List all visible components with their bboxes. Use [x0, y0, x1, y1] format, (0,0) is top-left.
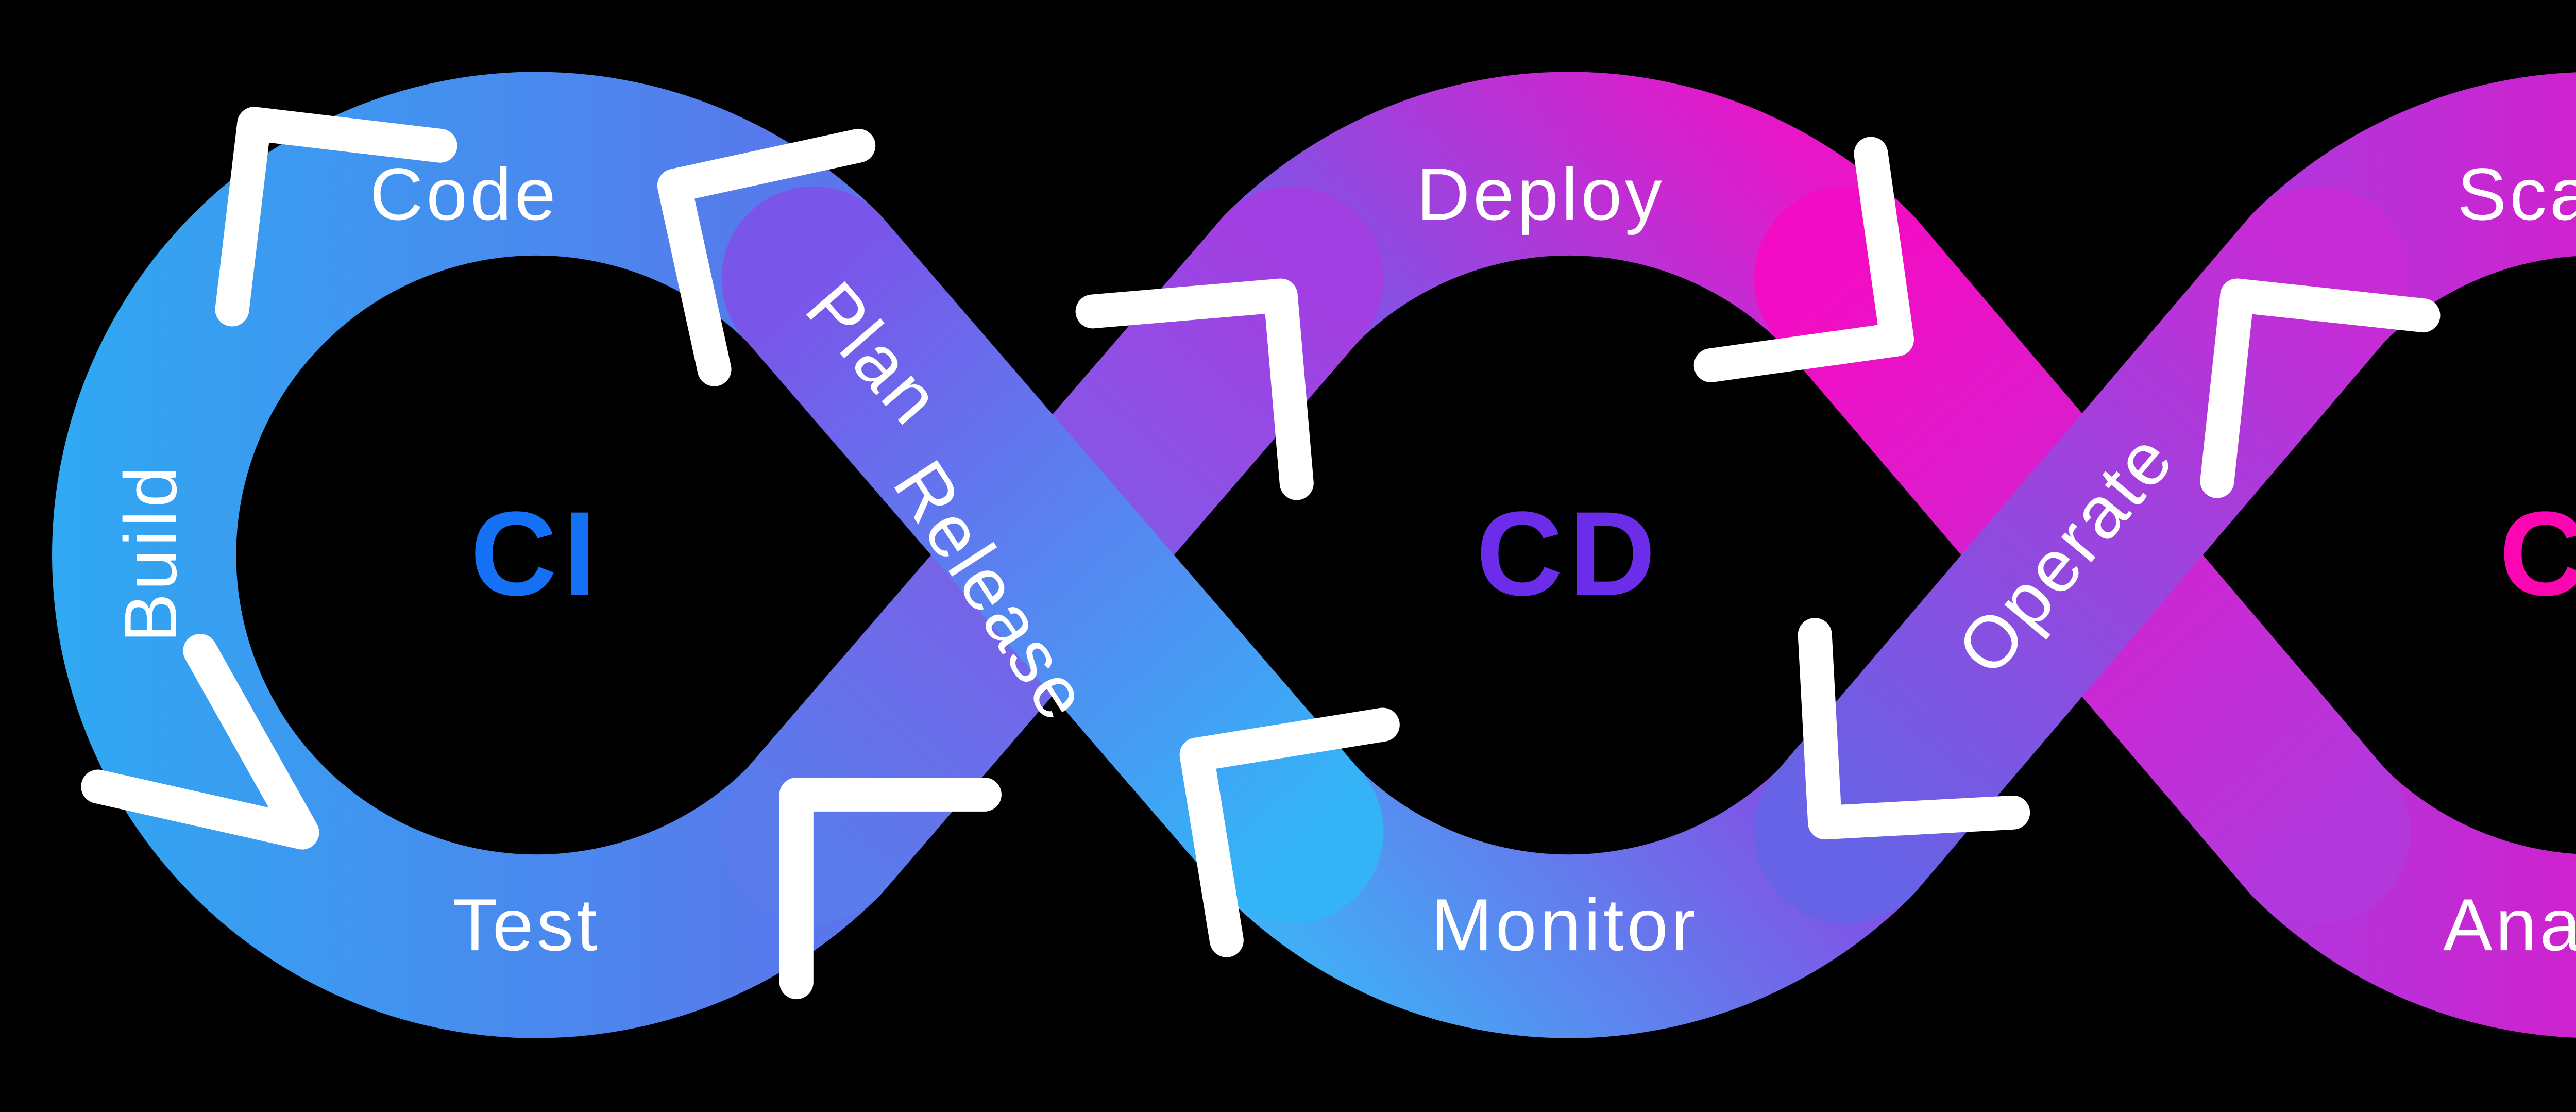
flow-arrow-ci-bottom-left [81, 634, 319, 850]
flow-arrow-ci-plan [657, 128, 876, 386]
flow-arrow-cd-top-left [1075, 278, 1314, 500]
flow-arrow-ci-top-left [215, 107, 457, 327]
ci-loop-ring [52, 72, 906, 1038]
flow-arrow-ci-bottom-right [779, 778, 1002, 1000]
cd-loop-top-arc [1199, 72, 1938, 370]
stage-label-build: Build [110, 463, 192, 643]
stage-label-test: Test [452, 884, 600, 966]
flow-arrow-co-top-left [2200, 278, 2441, 498]
loop-abbreviations: CI CD CO [470, 487, 2576, 621]
ci-label: CI [470, 487, 602, 621]
stage-label-analyze: Analyze [2443, 884, 2576, 966]
stage-label-scale: Scale [2457, 153, 2576, 235]
cd-label: CD [1476, 487, 1662, 621]
flow-arrows [81, 107, 2441, 1000]
flow-arrow-cd-top-right [1693, 137, 1914, 382]
co-label: CO [2499, 487, 2576, 621]
flow-arrow-cd-bottom-right [1798, 618, 2030, 840]
stage-label-deploy: Deploy [1416, 153, 1665, 235]
stage-label-monitor: Monitor [1431, 884, 1699, 966]
loop-strands [52, 72, 2576, 1038]
flow-arrow-cd-bottom-left [1179, 707, 1400, 957]
cd-loop-bottom-arc [1199, 739, 1938, 1038]
stage-label-code: Code [370, 153, 559, 235]
